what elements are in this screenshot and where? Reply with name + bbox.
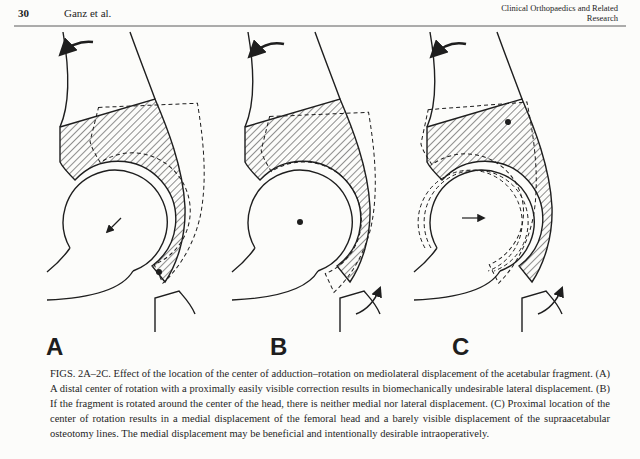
panel-letter: C — [452, 334, 486, 360]
displacement-arrow — [462, 217, 484, 218]
original-fragment-outline — [396, 82, 556, 287]
original-head-outline — [418, 170, 522, 271]
page-number: 30 — [18, 7, 58, 20]
femoral-head — [232, 170, 352, 300]
panel-letter: A — [46, 334, 80, 360]
running-author: Ganz et al. — [64, 7, 204, 20]
ischium-rotation-arrow — [538, 288, 562, 314]
rotation-arrow — [432, 43, 466, 56]
rotation-center — [297, 219, 303, 225]
femoral-head — [47, 170, 167, 300]
rotation-arrow — [61, 42, 93, 54]
ischium-contour — [155, 291, 195, 332]
panel-c — [396, 32, 562, 332]
acetabular-fragment — [427, 99, 552, 282]
acetabular-fragment — [245, 99, 370, 282]
original-head-outline — [424, 170, 528, 271]
figure-caption: FIGS. 2A–2C. Effect of the location of t… — [50, 366, 610, 441]
femoral-head — [414, 170, 534, 300]
displacement-arrow — [107, 218, 121, 232]
panel-b — [232, 32, 398, 332]
ischium-rotation-arrow — [356, 288, 380, 314]
rotation-center — [505, 119, 511, 125]
acetabular-fragment — [60, 99, 185, 282]
panel-a — [47, 32, 227, 332]
journal-name: Clinical Orthopaedics and Related Resear… — [500, 3, 618, 23]
rotation-arrow — [250, 43, 284, 56]
rotation-center — [156, 269, 162, 275]
header-rule — [14, 26, 626, 27]
panel-letter: B — [270, 334, 304, 360]
